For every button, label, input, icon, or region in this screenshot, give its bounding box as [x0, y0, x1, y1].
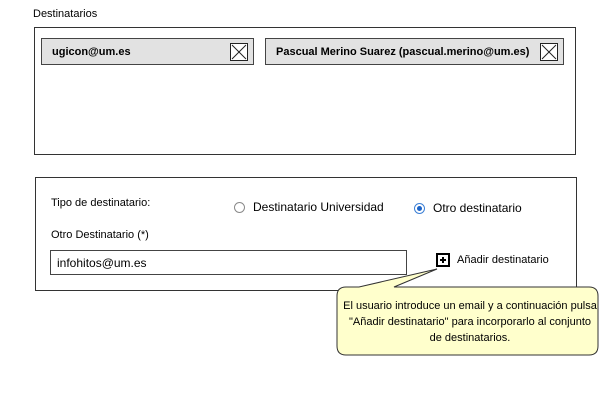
radio-button[interactable]: [234, 201, 245, 213]
note-text: El usuario introduce un email y a contin…: [343, 300, 597, 344]
radio-other-recipient[interactable]: Otro destinatario: [414, 201, 522, 215]
email-input[interactable]: [50, 250, 407, 275]
recipient-chip-label: Pascual Merino Suarez (pascual.merino@um…: [276, 45, 530, 58]
add-recipient-button[interactable]: Añadir destinatario: [436, 253, 549, 267]
recipients-list: [34, 27, 576, 155]
recipient-type-label: Tipo de destinatario:: [51, 197, 151, 209]
add-recipient-form: [35, 177, 577, 291]
radio-label: Otro destinatario: [433, 201, 522, 215]
add-recipient-label: Añadir destinatario: [457, 254, 549, 266]
close-x-glyph: [231, 44, 247, 59]
close-x-glyph: [541, 44, 557, 59]
radio-button-selected[interactable]: [414, 202, 425, 214]
plus-square-icon: [436, 253, 450, 267]
other-recipient-label: Otro Destinatario (*): [51, 229, 149, 241]
recipients-label: Destinatarios: [33, 8, 98, 20]
recipient-chip: ugicon@um.es: [41, 38, 254, 65]
close-x-icon[interactable]: [540, 42, 558, 61]
recipient-chip-label: ugicon@um.es: [52, 45, 131, 58]
radio-university-recipient[interactable]: Destinatario Universidad: [234, 200, 384, 214]
recipient-chip: Pascual Merino Suarez (pascual.merino@um…: [265, 38, 564, 65]
close-x-icon[interactable]: [230, 42, 248, 61]
radio-label: Destinatario Universidad: [253, 200, 384, 214]
